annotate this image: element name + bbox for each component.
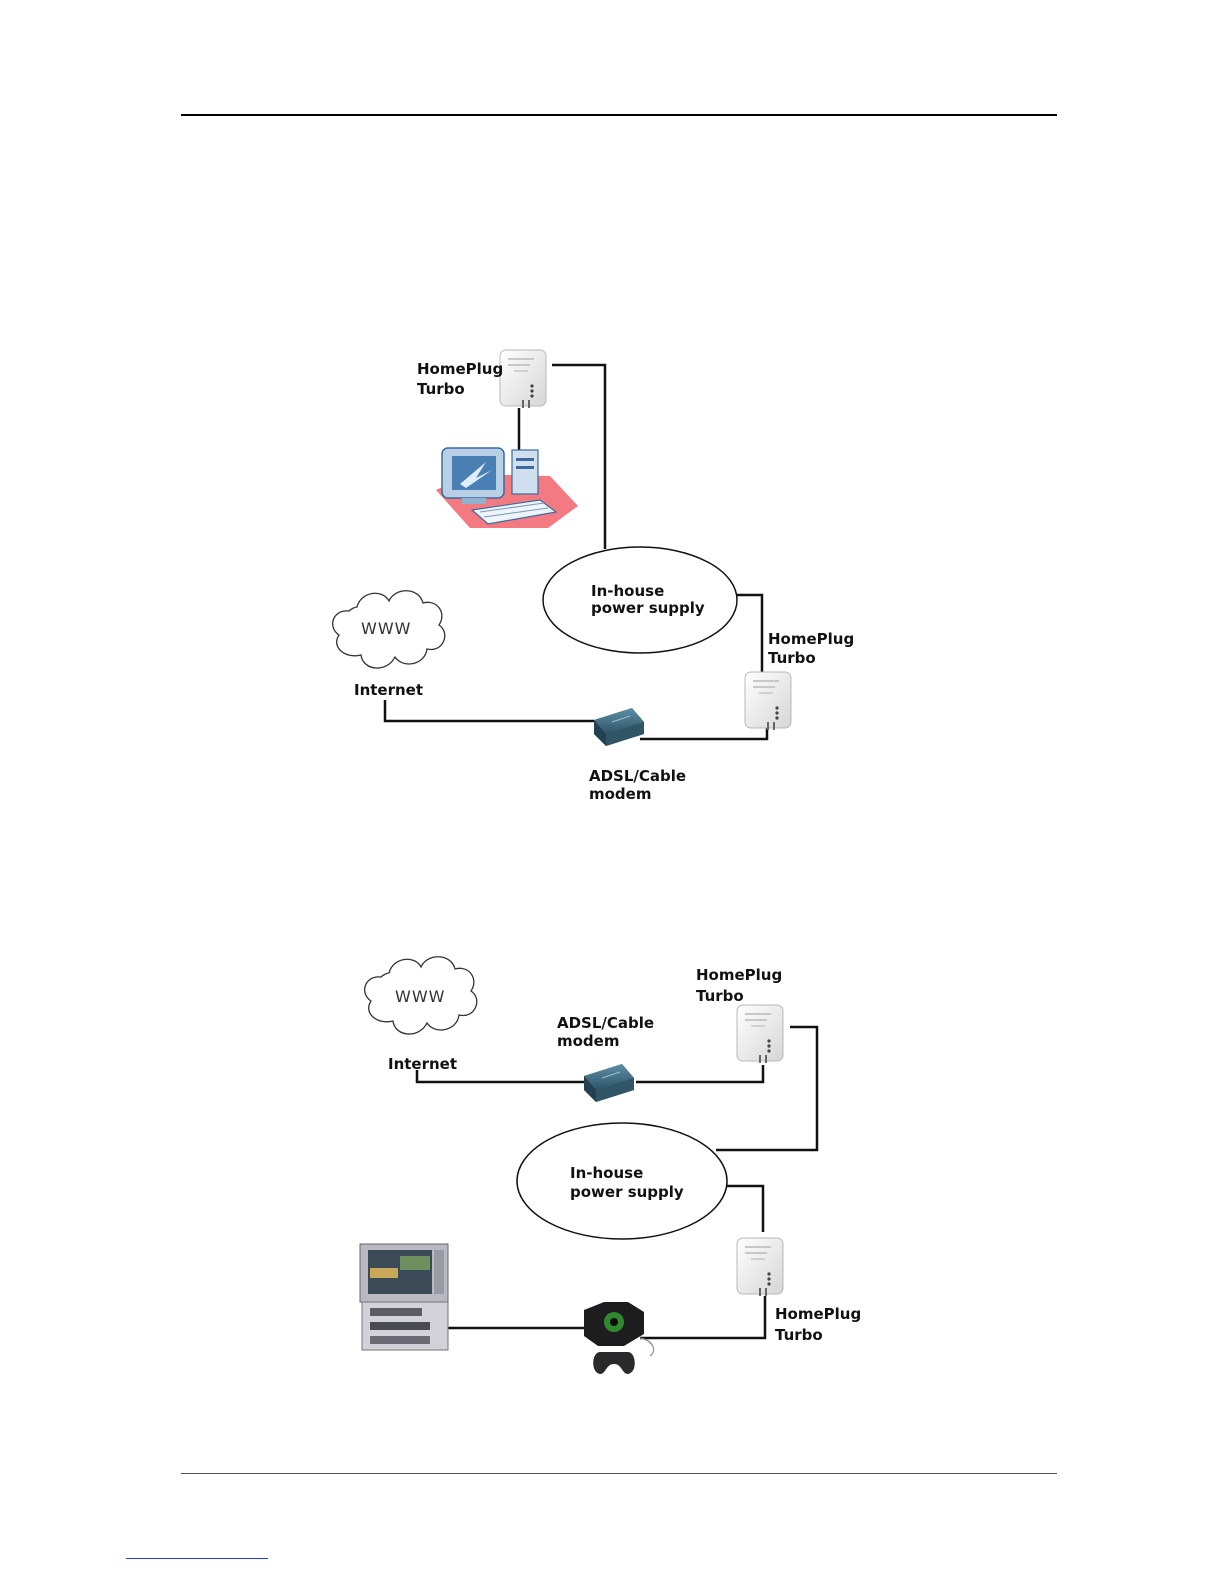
cloud-www-text: WWW [395,987,445,1006]
homeplug-right-label: HomePlug [768,630,854,648]
diagram-2: WWW Internet ADSL/Cable modem HomePlug T… [360,957,861,1374]
homeplug-bottom-label: HomePlug [775,1305,861,1323]
internet-label: Internet [388,1055,457,1073]
modem-label-line2: modem [557,1032,619,1050]
wire-console-to-plug-2 [640,1296,765,1338]
adsl-modem-icon [594,708,644,746]
power-label-line1: In-house [591,582,664,600]
homeplug-adapter-icon [745,672,791,730]
power-label-line2: power supply [591,599,705,617]
footer-link-underline[interactable] [126,1558,268,1559]
modem-label-line1: ADSL/Cable [557,1014,654,1032]
cloud-www-text: WWW [361,619,411,638]
homeplug-top-label: HomePlug [417,360,503,378]
adsl-modem-icon [584,1064,634,1102]
homeplug-adapter-icon [737,1005,783,1063]
wire-plug-to-power-1 [552,365,605,549]
homeplug-top-label-line2: Turbo [417,380,465,398]
wire-power-to-plug-right-1 [737,595,762,672]
diagram-1: HomePlug Turbo In-house power supply WWW… [333,350,855,803]
homeplug-adapter-icon [737,1238,783,1296]
desktop-computer-icon [436,448,578,528]
power-label-line2: power supply [570,1183,684,1201]
wire-internet-to-modem-1 [385,700,594,721]
homeplug-adapter-icon [500,350,546,408]
homeplug-top-label: HomePlug [696,966,782,984]
modem-label-line2: modem [589,785,651,803]
internet-label: Internet [354,681,423,699]
wire-modem-to-plug-2 [636,1065,763,1082]
modem-label-line1: ADSL/Cable [589,767,686,785]
television-stand-icon [360,1244,448,1350]
wire-power-to-plug-bottom-2 [727,1186,763,1232]
power-label-line1: In-house [570,1164,643,1182]
homeplug-bottom-label-line2: Turbo [775,1326,823,1344]
footer-rule [181,1473,1057,1474]
homeplug-top-label-line2: Turbo [696,987,744,1005]
homeplug-right-label-line2: Turbo [768,649,816,667]
